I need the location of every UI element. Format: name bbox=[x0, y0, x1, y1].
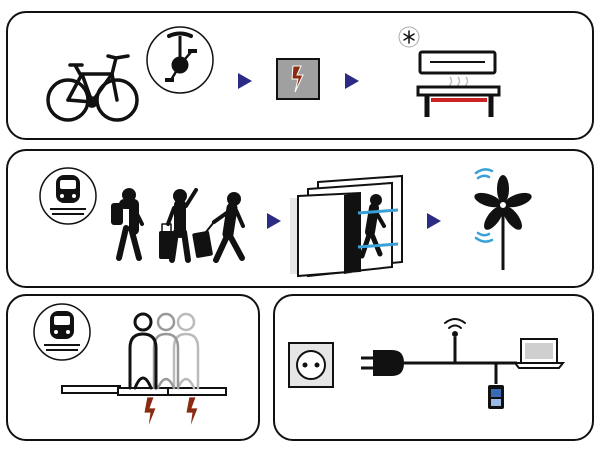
wall-socket-icon bbox=[288, 342, 334, 388]
unicycle-icon bbox=[146, 26, 214, 94]
heated-bench-icon bbox=[416, 50, 501, 117]
train-icon bbox=[39, 167, 97, 225]
revolving-door-icon bbox=[290, 174, 403, 278]
arrow-right-icon bbox=[345, 73, 359, 89]
arrow-right-icon bbox=[238, 73, 252, 89]
laptop-icon bbox=[512, 338, 566, 369]
lightning-icon bbox=[143, 396, 199, 429]
phone-icon bbox=[488, 385, 504, 409]
walking-people-icon bbox=[111, 188, 245, 263]
wifi-icon bbox=[444, 318, 466, 337]
floor-plate-icon bbox=[61, 385, 227, 396]
snowflake-icon bbox=[398, 26, 420, 48]
pinwheel-icon bbox=[474, 168, 532, 270]
arrow-right-icon bbox=[427, 213, 441, 229]
arrow-right-icon bbox=[267, 213, 281, 229]
footstep-people-icon bbox=[128, 312, 200, 390]
train-icon bbox=[33, 303, 91, 361]
plug-icon bbox=[361, 350, 430, 376]
bicycle-icon bbox=[46, 54, 139, 122]
lightning-box-icon bbox=[276, 58, 320, 100]
network-lines bbox=[430, 337, 517, 384]
